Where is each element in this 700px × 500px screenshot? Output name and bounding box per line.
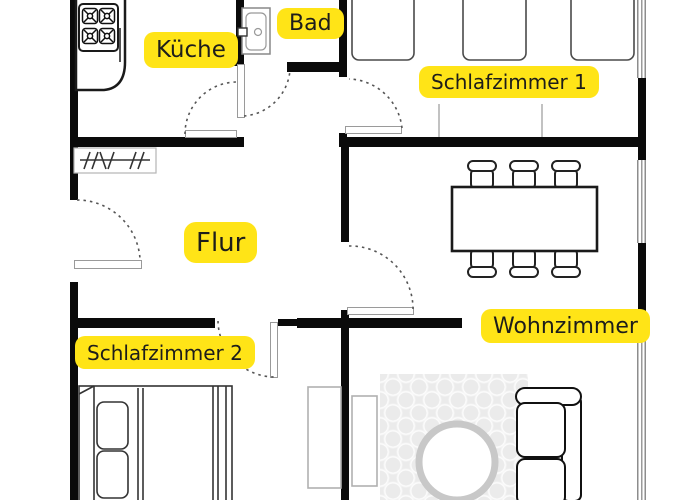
wall-bath-south — [287, 62, 347, 72]
room-label-schlafzimmer-2: Schlafzimmer 2 — [75, 336, 255, 369]
wall-bedroom1-south — [341, 137, 640, 147]
wall-kitchen-south — [70, 137, 244, 147]
bathroom-door-leaf — [237, 64, 245, 118]
bedroom2-door-leaf — [270, 322, 278, 378]
pillow — [96, 450, 129, 499]
room-label-kueche: Küche — [144, 32, 238, 68]
wall-right-segment-2 — [638, 243, 646, 328]
living-room-door-arc — [348, 245, 414, 310]
radiator-bedroom2 — [307, 386, 342, 489]
kitchen-door-arc — [184, 81, 238, 135]
single-bed-3 — [570, 0, 635, 61]
wall-hall-east-upper — [341, 147, 349, 242]
room-label-schlafzimmer-1: Schlafzimmer 1 — [419, 66, 599, 98]
double-bed — [78, 385, 233, 500]
dining-chairs-bottom — [467, 248, 581, 278]
single-bed-2 — [462, 0, 527, 61]
wall-bedroom2-east — [341, 310, 349, 500]
living-room-door-leaf — [347, 307, 414, 315]
wall-jamb-bedroom2-door — [278, 319, 297, 326]
bathroom-door-arc — [243, 69, 291, 117]
wall-left-lower — [70, 282, 78, 500]
wall-bath-east — [339, 0, 347, 77]
room-label-bad: Bad — [277, 8, 344, 39]
kitchen-counter — [74, 0, 127, 92]
bedroom1-door-leaf — [345, 126, 402, 134]
wall-right-segment-1 — [638, 78, 646, 160]
wall-hall-south-west — [70, 318, 215, 328]
window-dining — [637, 160, 646, 243]
wall-left-upper — [70, 0, 78, 200]
dining-chairs-top — [467, 160, 581, 190]
window-bedroom1 — [637, 0, 646, 78]
entrance-door-arc — [76, 199, 141, 260]
bedroom1-door-arc — [348, 78, 403, 129]
kitchen-door-leaf — [185, 130, 237, 138]
single-bed-1 — [351, 0, 415, 61]
wall-living-partial — [297, 318, 462, 328]
radiator-living — [351, 395, 378, 487]
pillow — [96, 401, 129, 450]
room-label-wohnzimmer: Wohnzimmer — [481, 309, 650, 343]
stove-icon — [78, 3, 119, 52]
dining-table — [450, 185, 599, 253]
room-label-flur: Flur — [184, 222, 258, 263]
rug — [380, 374, 528, 500]
coat-rack — [73, 147, 157, 174]
entrance-door-leaf — [74, 260, 142, 269]
wardrobe-outline — [438, 104, 543, 137]
window-living — [637, 328, 646, 500]
